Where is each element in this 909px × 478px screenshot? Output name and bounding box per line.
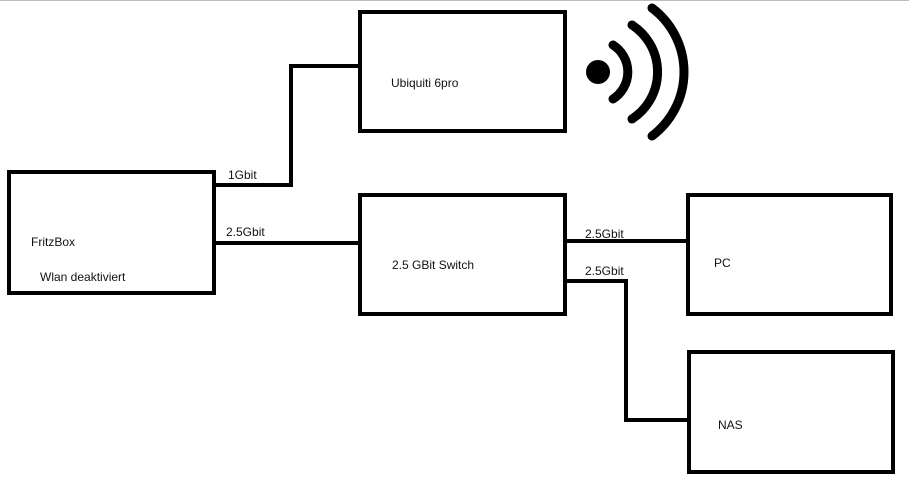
link-switch-nas <box>566 279 690 422</box>
link-label-switch-nas: 2.5Gbit <box>585 264 624 278</box>
pc-label: PC <box>714 256 731 270</box>
fritzbox-label: FritzBox <box>31 235 76 249</box>
link-label-switch-pc: 2.5Gbit <box>585 227 624 241</box>
fritzbox-box <box>7 170 216 295</box>
ubiquiti-box <box>358 10 567 133</box>
switch-label: 2.5 GBit Switch <box>392 258 475 272</box>
top-border-line <box>0 0 909 1</box>
link-fritz-ubiquiti <box>214 64 360 187</box>
pc-box <box>686 193 893 316</box>
link-label-1gbit: 1Gbit <box>228 168 257 182</box>
nas-box <box>687 350 895 474</box>
link-label-fritz-switch: 2.5Gbit <box>226 225 265 239</box>
nas-label: NAS <box>718 418 743 432</box>
ubiquiti-label: Ubiquiti 6pro <box>391 76 459 90</box>
wifi-signal-icon <box>586 3 689 141</box>
fritzbox-note: Wlan deaktiviert <box>40 270 126 284</box>
switch-box <box>358 193 567 316</box>
